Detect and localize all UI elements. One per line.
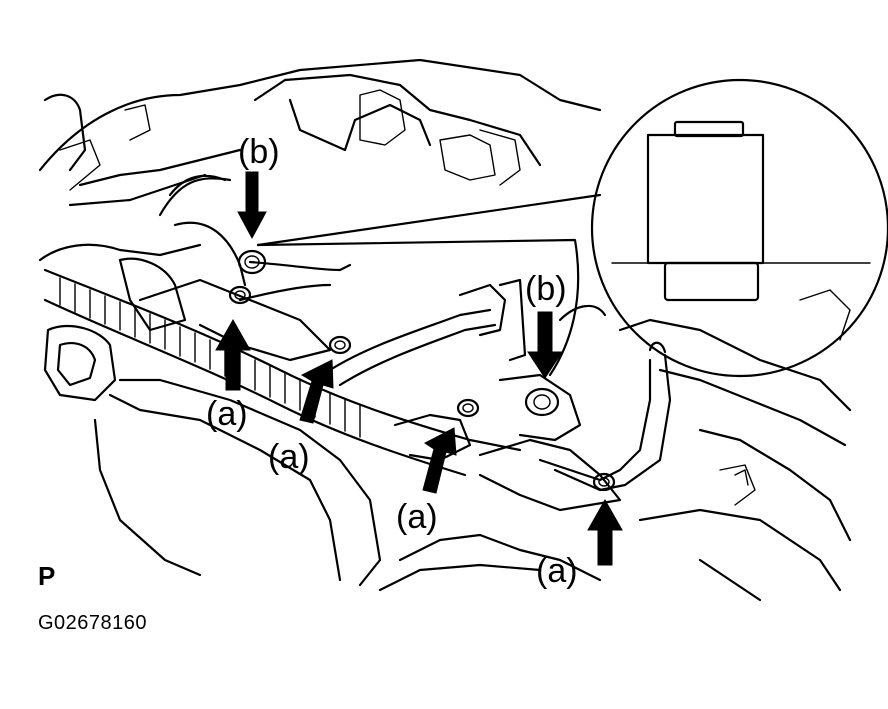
callout-a-2: (a) xyxy=(268,438,310,476)
arrow-b-upper xyxy=(237,171,267,240)
arrow-a-2 xyxy=(299,359,334,424)
bolt-a-3 xyxy=(456,398,480,418)
engine-background-outlines xyxy=(38,58,852,602)
bolt-b-upper xyxy=(237,249,267,275)
detail-inset xyxy=(256,78,888,378)
arrow-a-3 xyxy=(422,427,457,494)
bolts xyxy=(228,249,616,492)
callout-b-upper: (b) xyxy=(238,133,280,171)
figure-code-label: G02678160 xyxy=(38,612,148,634)
bolt-a-2 xyxy=(328,335,352,355)
wire-harness xyxy=(43,257,622,512)
callout-labels: (b) (b) (a) (a) (a) (a) xyxy=(206,133,578,590)
arrow-a-1 xyxy=(215,318,251,391)
detail-bolt-head xyxy=(646,133,765,265)
detail-circle xyxy=(590,78,888,378)
detail-bolt-shank xyxy=(663,261,760,302)
bolt-a-4 xyxy=(592,472,616,492)
arrow-b-lower xyxy=(527,311,563,379)
callout-a-3: (a) xyxy=(396,498,438,536)
callout-a-1: (a) xyxy=(206,395,248,433)
fuel-pipe xyxy=(158,174,672,492)
bolt-a-1 xyxy=(228,285,252,305)
bolt-b-lower xyxy=(524,387,560,417)
callout-b-lower: (b) xyxy=(525,270,567,308)
arrow-a-4 xyxy=(587,498,623,566)
arrows xyxy=(215,171,623,566)
view-code-label: P xyxy=(38,561,56,591)
callout-a-4: (a) xyxy=(536,552,578,590)
